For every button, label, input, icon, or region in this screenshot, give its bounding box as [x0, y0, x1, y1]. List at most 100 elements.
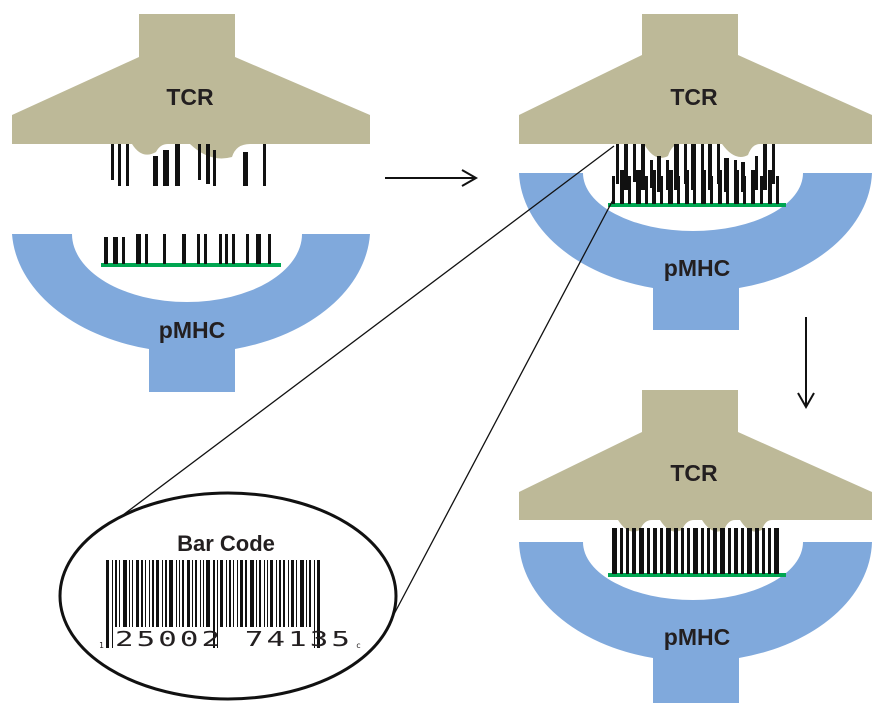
- barcode-bars: [106, 560, 320, 648]
- tcr-shape: [519, 14, 872, 158]
- bound-bar: [728, 528, 731, 574]
- barcode-bar: [279, 560, 281, 627]
- bound-bar: [774, 528, 779, 574]
- barcode-bar: [229, 560, 231, 627]
- bound-bar: [707, 528, 710, 574]
- barcode-bar: [162, 560, 163, 627]
- barcode-bar: [203, 560, 204, 627]
- barcode-bar: [237, 560, 238, 627]
- green-line: [101, 263, 281, 267]
- barcode-bar: [192, 560, 193, 627]
- pmhc-shape: [519, 173, 872, 330]
- pmhc-label: pMHC: [664, 255, 730, 281]
- zoom-callout: Bar Code 1 25002 74135 c: [58, 145, 615, 701]
- barcode-bar: [270, 560, 273, 627]
- bound-bar: [681, 528, 684, 574]
- barcode-bar: [233, 560, 234, 627]
- bound-bar: [666, 528, 671, 574]
- barcode-bar: [145, 560, 146, 627]
- barcode-bar: [165, 560, 167, 627]
- barcode-bar: [141, 560, 143, 627]
- barcode-bar: [179, 560, 180, 627]
- bound-bar: [755, 528, 759, 574]
- barcode-title: Bar Code: [177, 531, 275, 556]
- barcode-bar: [259, 560, 261, 627]
- bound-bar: [639, 528, 644, 574]
- barcode-bar: [306, 560, 307, 627]
- barcode-bar: [226, 560, 227, 627]
- bound-bar: [632, 528, 636, 574]
- bound-bar: [734, 528, 738, 574]
- bound-barcode: [612, 528, 779, 574]
- bound-bar: [612, 528, 617, 574]
- bound-bar: [720, 528, 725, 574]
- barcode-lead-digit: 1: [99, 641, 104, 650]
- barcode-bar: [123, 560, 127, 627]
- barcode-bar: [119, 560, 120, 627]
- barcode-bar: [217, 560, 218, 648]
- barcode-bar: [291, 560, 294, 627]
- barcode-bar: [206, 560, 210, 627]
- bound-bar: [701, 528, 704, 574]
- bound-bar: [674, 528, 678, 574]
- tcr-label: TCR: [670, 84, 718, 110]
- bound-bar: [687, 528, 690, 574]
- arrow-right-icon: [385, 169, 479, 187]
- arrow-down-icon: [797, 317, 815, 410]
- bound-bar: [626, 528, 629, 574]
- barcode-bar: [195, 560, 197, 627]
- green-line: [608, 573, 786, 577]
- barcode-bar: [283, 560, 285, 627]
- barcode-bar: [288, 560, 289, 627]
- barcode-bar: [309, 560, 311, 627]
- tcr-shape: [12, 14, 370, 159]
- barcode-trail-char: c: [356, 641, 361, 650]
- barcode-bar: [300, 560, 304, 627]
- barcode-bar: [112, 560, 113, 648]
- barcode-bar: [106, 560, 109, 648]
- pmhc-label: pMHC: [664, 624, 730, 650]
- barcode-bar: [182, 560, 184, 627]
- barcode-bar: [176, 560, 177, 627]
- barcode-bar: [245, 560, 247, 627]
- barcode-bar: [169, 560, 173, 627]
- pmhc-shape: [12, 234, 370, 392]
- barcode-bar: [115, 560, 117, 627]
- bound-bar: [713, 528, 717, 574]
- pmhc-label: pMHC: [159, 317, 225, 343]
- barcode-bar: [267, 560, 268, 627]
- pmhc-barcode: [104, 234, 271, 264]
- barcode-ellipse: [58, 491, 398, 701]
- barcode-digits: 25002 74135: [115, 627, 353, 651]
- barcode-bar: [220, 560, 223, 627]
- panel-full-binding: TCR pMHC: [519, 390, 872, 703]
- barcode-bar: [156, 560, 159, 627]
- bound-bar: [693, 528, 698, 574]
- barcode-bar: [213, 560, 215, 648]
- bound-bar: [762, 528, 765, 574]
- barcode-bar: [187, 560, 190, 627]
- bound-bar: [768, 528, 771, 574]
- panel-unbound: TCR pMHC: [12, 14, 370, 392]
- panel-partial-binding: TCR pMHC: [519, 14, 872, 330]
- barcode-bar: [200, 560, 201, 627]
- tcr-label: TCR: [670, 460, 718, 486]
- barcode-bar: [264, 560, 265, 627]
- bound-bar: [741, 528, 744, 574]
- green-line: [608, 203, 786, 207]
- bound-bar: [653, 528, 657, 574]
- bound-bar: [747, 528, 752, 574]
- tcr-barcode: [616, 144, 775, 192]
- barcode-bar: [296, 560, 297, 627]
- barcode-bar: [149, 560, 150, 627]
- bound-bar: [660, 528, 663, 574]
- barcode-bar: [314, 560, 315, 648]
- barcode-bar: [317, 560, 320, 648]
- barcode-bar: [256, 560, 257, 627]
- bound-bar: [620, 528, 623, 574]
- barcode-bar: [152, 560, 154, 627]
- barcode-bar: [132, 560, 133, 627]
- barcode-bar: [136, 560, 139, 627]
- barcode-bar: [129, 560, 130, 627]
